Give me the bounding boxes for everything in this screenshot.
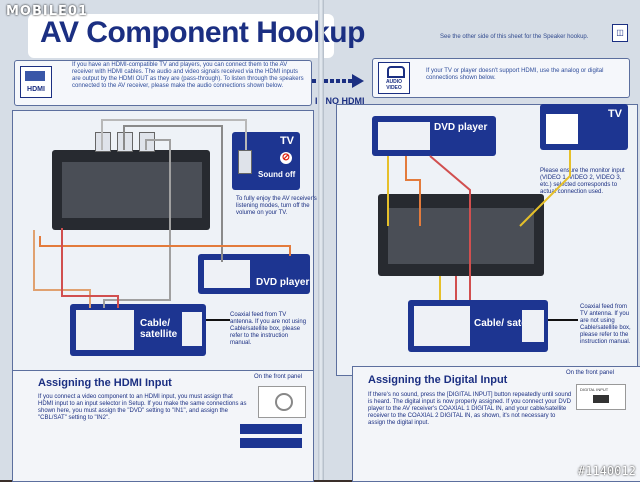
hdmi-cable: [123, 125, 223, 262]
dvd-player-label: DVD player: [256, 277, 310, 288]
page-corner-icon: ◫: [612, 24, 628, 42]
front-panel-display: [240, 438, 302, 448]
front-panel-display: [240, 424, 302, 434]
front-panel-dial: [258, 386, 306, 418]
dvd-player-label: DVD player: [434, 122, 488, 133]
assign-hdmi-heading: Assigning the HDMI Input: [38, 377, 172, 389]
tv-label: TV: [607, 108, 622, 120]
analog-intro-text: If your TV or player doesn't support HDM…: [426, 68, 604, 81]
dvd-player-left: DVD player: [198, 254, 310, 294]
assign-digital-text: If there's no sound, press the [DIGITAL …: [368, 392, 572, 426]
cable-satellite-right: Cable/ satellite: [408, 300, 548, 352]
assign-hdmi-text: If you connect a video component to an H…: [38, 394, 247, 421]
dvd-player-right: DVD player: [372, 116, 496, 156]
monitor-input-note: Please ensure the monitor input (VIDEO 1…: [540, 168, 625, 195]
av-receiver-rear-right: [378, 194, 544, 276]
cable-satellite-label: Cable/ satellite: [140, 318, 178, 340]
mute-icon: ⊘: [280, 152, 292, 164]
audio-video-icon: AUDIO VIDEO: [378, 62, 410, 94]
cable-satellite-left: Cable/ satellite: [70, 304, 206, 356]
tv-right: TV: [540, 104, 628, 150]
audio-cable: [405, 156, 421, 226]
listening-mode-note: To fully enjoy the AV receiver's listeni…: [236, 196, 317, 216]
coaxial-feed-note: Coaxial feed from TV antenna. If you are…: [230, 312, 307, 346]
hdmi-icon: HDMI: [20, 66, 52, 98]
hdmi-port: [238, 150, 252, 174]
title-banner: [28, 14, 334, 58]
arrow-right-icon: [312, 74, 366, 88]
av-receiver-rear-left: [52, 150, 210, 230]
post-id: #1140012: [578, 464, 636, 478]
speaker-hookup-note: See the other side of this sheet for the…: [440, 34, 589, 40]
hdmi-cable: [101, 119, 247, 150]
site-watermark: MOBILE01: [6, 4, 88, 19]
front-panel-label: On the front panel: [566, 370, 615, 376]
analog-intro-box: [372, 58, 630, 98]
front-panel-label: On the front panel: [254, 374, 303, 380]
cable-satellite-label: Cable/ satellite: [474, 318, 545, 329]
if-no-hdmi-label: IF NO HDMI: [315, 96, 365, 106]
hdmi-intro-text: If you have an HDMI-compatible TV and pl…: [72, 62, 304, 89]
audio-cable: [429, 155, 471, 300]
page-title: AV Component Hookup: [40, 16, 365, 49]
video-cable: [519, 150, 571, 227]
hdmi-cable: [103, 139, 171, 308]
digital-input-button: DIGITAL INPUT: [576, 384, 626, 410]
assign-digital-heading: Assigning the Digital Input: [368, 374, 508, 386]
sound-off-label: Sound off: [258, 170, 296, 179]
coaxial-feed-note: Coaxial feed from TV antenna. If you are…: [580, 304, 631, 345]
audio-cable: [39, 236, 291, 256]
tv-label: TV: [279, 135, 294, 147]
audio-cable: [61, 228, 119, 308]
hdmi-intro-box: [14, 60, 312, 106]
page-fold: [318, 0, 324, 480]
